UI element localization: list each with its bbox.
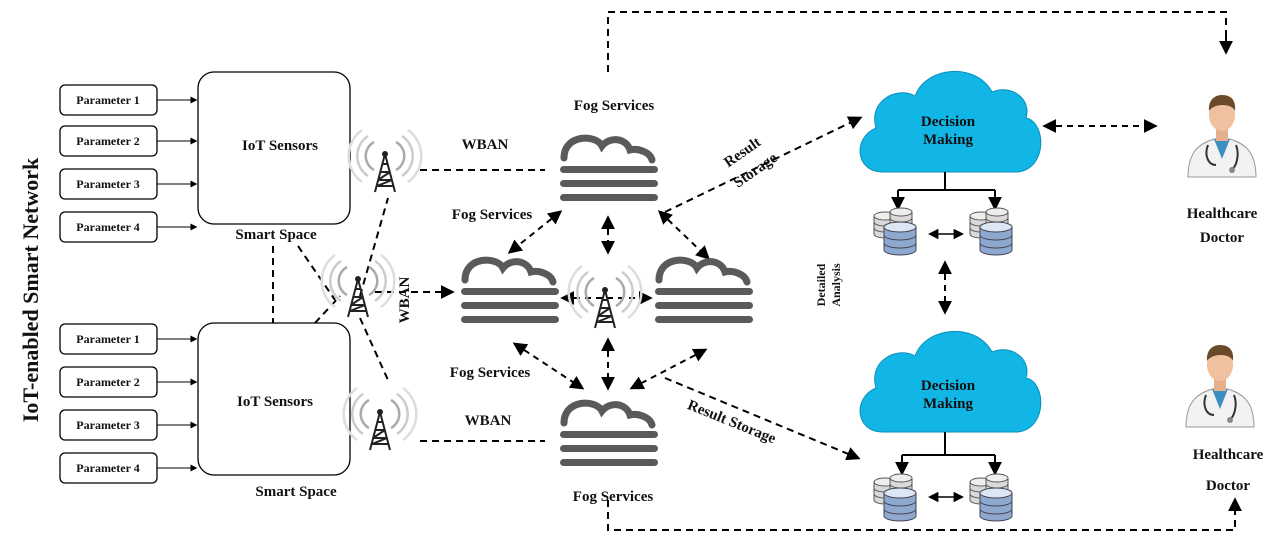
tower-icon-bottom — [342, 386, 418, 452]
database-icon-bottom-left — [874, 474, 916, 521]
decision-label-top-1: Decision — [921, 114, 976, 130]
parameter-label-top-4: Parameter 4 — [76, 220, 139, 234]
smart-space-label-top: Smart Space — [235, 227, 317, 243]
fog-icon-bottom — [560, 403, 658, 466]
parameter-label-top-3: Parameter 3 — [76, 177, 139, 191]
doctor-icon-top — [1187, 94, 1257, 178]
parameter-label-bottom-1: Parameter 1 — [76, 332, 139, 346]
database-icon-bottom-right — [970, 474, 1012, 521]
fog-icon-top — [560, 138, 658, 201]
smart-space-label-bottom: Smart Space — [255, 484, 337, 500]
doctor-label-top-2: Doctor — [1200, 230, 1244, 246]
wban-label-middle: WBAN — [397, 276, 413, 323]
doctor-icon-bottom — [1185, 344, 1255, 428]
parameter-label-top-2: Parameter 2 — [76, 134, 139, 148]
side-title: IoT-enabled Smart Network — [18, 157, 43, 422]
doctor-label-bottom-2: Doctor — [1206, 478, 1250, 494]
db-arrows — [927, 228, 965, 503]
tree-arrows — [891, 190, 1002, 476]
result-storage-label-bottom: Result Storage — [685, 397, 778, 447]
fog-icon-left — [461, 260, 559, 323]
iot-sensors-label-top: IoT Sensors — [242, 138, 318, 154]
bidirectional-arrows — [507, 119, 1158, 391]
dashed-links — [272, 11, 1236, 531]
parameter-label-bottom-4: Parameter 4 — [76, 461, 139, 475]
fog-icon-right — [655, 260, 753, 323]
decision-cloud-top: Decision Making — [859, 70, 1042, 173]
decision-cloud-bottom: Decision Making — [859, 330, 1042, 433]
decision-label-top-2: Making — [923, 132, 974, 148]
iot-sensors-label-bottom: IoT Sensors — [237, 394, 313, 410]
database-icon-top-right — [970, 208, 1012, 255]
fog-label-bottom: Fog Services — [573, 489, 654, 505]
tower-icon-middle — [320, 253, 396, 319]
parameter-label-bottom-3: Parameter 3 — [76, 418, 139, 432]
fog-label-top: Fog Services — [574, 98, 655, 114]
doctor-label-top-1: Healthcare — [1187, 206, 1258, 222]
parameters-top: Parameter 1 Parameter 2 Parameter 3 Para… — [59, 84, 158, 243]
decision-label-bottom-2: Making — [923, 396, 974, 412]
detailed-analysis-label-1: Detailed — [814, 263, 828, 306]
database-icon-top-left — [874, 208, 916, 255]
wban-label-top: WBAN — [462, 137, 509, 153]
detailed-analysis-label-2: Analysis — [829, 263, 843, 307]
param-arrows-bottom — [157, 335, 198, 472]
decision-label-bottom-1: Decision — [921, 378, 976, 394]
fog-label-left-below: Fog Services — [450, 365, 531, 381]
dashed-arrows — [375, 35, 1242, 515]
parameter-label-bottom-2: Parameter 2 — [76, 375, 139, 389]
doctor-label-bottom-1: Healthcare — [1193, 447, 1264, 463]
tower-icon-top — [347, 128, 423, 194]
fog-label-left: Fog Services — [452, 207, 533, 223]
parameter-label-top-1: Parameter 1 — [76, 93, 139, 107]
wban-label-bottom: WBAN — [465, 413, 512, 429]
param-arrows-top — [157, 96, 198, 231]
tree-connectors — [898, 172, 995, 456]
parameters-bottom: Parameter 1 Parameter 2 Parameter 3 Para… — [59, 323, 158, 484]
